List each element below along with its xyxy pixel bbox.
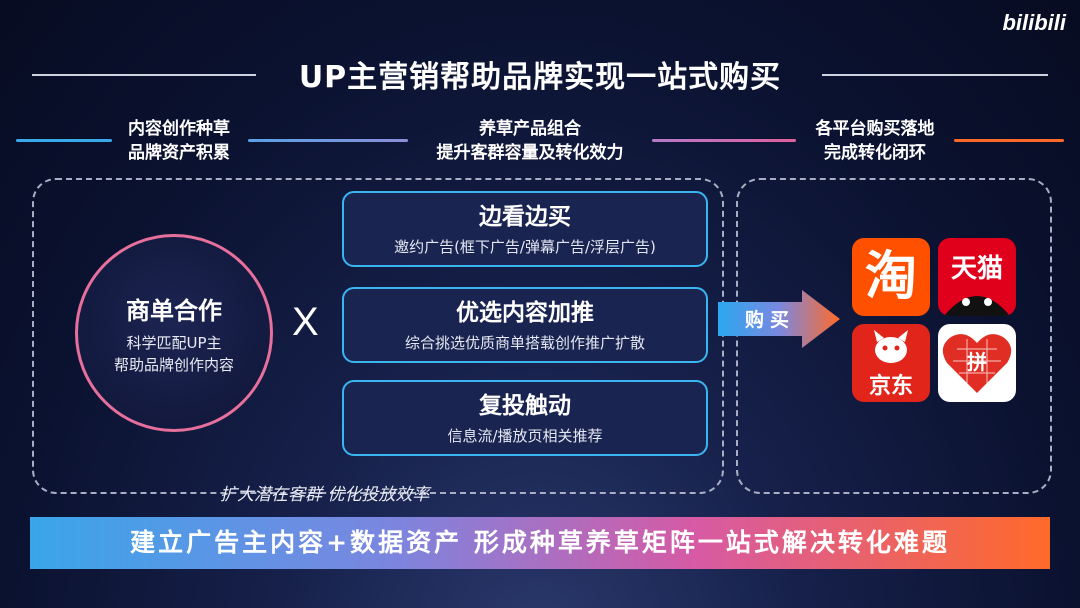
jd-glyph: 京东 [868, 374, 913, 399]
stage-label-content: 内容创作种草 品牌资产积累 [108, 117, 250, 165]
multiply-symbol: X [292, 300, 319, 344]
stage-3-line1: 各平台购买落地 [815, 119, 935, 139]
jd-icon: 京东 [852, 324, 930, 402]
page-title: UP主营销帮助品牌实现一站式购买 [298, 60, 782, 95]
card-subtitle: 综合挑选优质商单搭载创作推广扩散 [404, 334, 645, 352]
stage-2-line1: 养草产品组合 [479, 119, 581, 139]
jd-dog-mascot [874, 330, 908, 363]
stage-1-line1: 内容创作种草 [128, 119, 230, 139]
pinduoduo-icon: 拼 [938, 324, 1016, 402]
buy-label: 购买 [744, 309, 795, 331]
stage-label-product: 养草产品组合 提升客群容量及转化效力 [412, 117, 648, 165]
stage-label-purchase: 各平台购买落地 完成转化闭环 [800, 117, 950, 165]
card-watch-and-buy: 边看边买 邀约广告(框下广告/弹幕广告/浮层广告) [342, 191, 708, 267]
pinduoduo-heart [942, 334, 1012, 393]
title-divider-left [32, 74, 256, 76]
bilibili-logo: bilibili [1002, 10, 1066, 35]
card-content-boost: 优选内容加推 综合挑选优质商单搭载创作推广扩散 [342, 287, 708, 363]
stage-1-line2: 品牌资产积累 [128, 143, 230, 163]
taobao-glyph: 淘 [864, 247, 917, 307]
card-title: 优选内容加推 [456, 300, 594, 326]
tmall-icon: 天猫 [938, 238, 1016, 316]
card-subtitle: 信息流/播放页相关推荐 [447, 427, 603, 445]
tmall-cat-face [944, 296, 1010, 316]
title-divider-right [822, 74, 1048, 76]
buy-arrow-icon [718, 290, 840, 348]
circle-title: 商单合作 [126, 296, 222, 325]
taobao-icon: 淘 [852, 238, 930, 316]
card-subtitle: 邀约广告(框下广告/弹幕广告/浮层广告) [394, 238, 656, 256]
card-retargeting: 复投触动 信息流/播放页相关推荐 [342, 380, 708, 456]
expand-audience-text: 扩大潜在客群 优化投放效率 [220, 485, 430, 505]
card-title: 边看边买 [479, 204, 571, 230]
stage-line-1a [16, 139, 112, 142]
circle-line2: 帮助品牌创作内容 [113, 355, 234, 374]
tmall-glyph: 天猫 [950, 254, 1003, 284]
bottom-banner: 建立广告主内容+数据资产 形成种草养草矩阵一站式解决转化难题 [30, 517, 1050, 569]
stage-line-2 [652, 139, 796, 142]
business-cooperation-circle: 商单合作 科学匹配UP主 帮助品牌创作内容 [75, 234, 273, 432]
stage-2-line2: 提升客群容量及转化效力 [436, 143, 624, 163]
stage-line-3 [954, 139, 1064, 142]
pinduoduo-glyph: 拼 [967, 350, 987, 374]
circle-line1: 科学匹配UP主 [126, 333, 222, 352]
stage-line-1b [248, 139, 408, 142]
stage-3-line2: 完成转化闭环 [824, 143, 926, 163]
card-title: 复投触动 [479, 393, 571, 419]
